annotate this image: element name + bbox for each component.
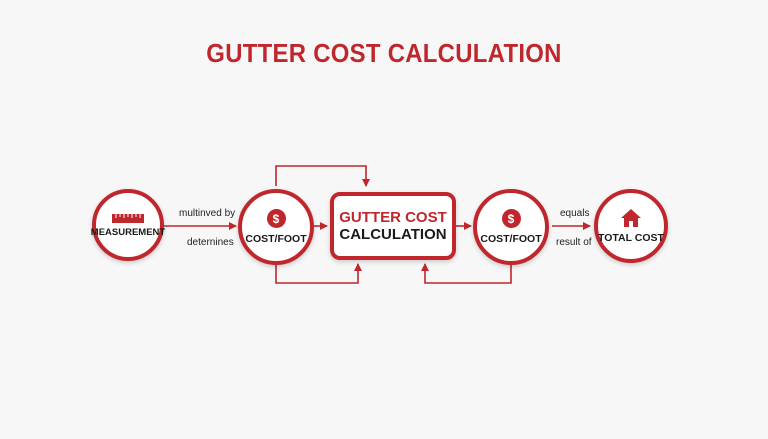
edge-label-determines: deternines (187, 237, 234, 248)
house-icon (621, 209, 641, 228)
edge-label-multiplied-by: multinved by (179, 208, 236, 219)
node-measurement-label: MEASUREMENT (90, 227, 166, 239)
page-title: GUTTER COST CALCULATION (206, 38, 562, 68)
node-cost-foot-right: $ COST/FOOT (473, 189, 549, 265)
center-box-line1: GUTTER COST (339, 208, 447, 226)
arrow-bottom-loop-right (421, 263, 512, 284)
node-gutter-cost-calculation: GUTTER COST CALCULATION (330, 192, 456, 260)
node-cost-foot-left: $ COST/FOOT (238, 189, 314, 265)
dollar-icon: $ (266, 209, 286, 229)
node-cost-foot-left-label: COST/FOOT (245, 233, 307, 246)
center-box-line2: CALCULATION (339, 226, 447, 243)
node-cost-foot-right-label: COST/FOOT (480, 233, 542, 246)
arrow-top-loop (275, 165, 370, 187)
node-total-cost-label: TOTAL COST (598, 232, 664, 245)
node-total-cost: TOTAL COST (594, 189, 668, 263)
edge-label-equals: equals (560, 208, 590, 219)
dollar-icon: $ (501, 209, 521, 229)
node-measurement: MEASUREMENT (90, 189, 166, 261)
ruler-icon (112, 214, 144, 224)
edge-label-result-of: result of (556, 237, 592, 248)
arrow-bottom-loop-left (275, 263, 362, 284)
